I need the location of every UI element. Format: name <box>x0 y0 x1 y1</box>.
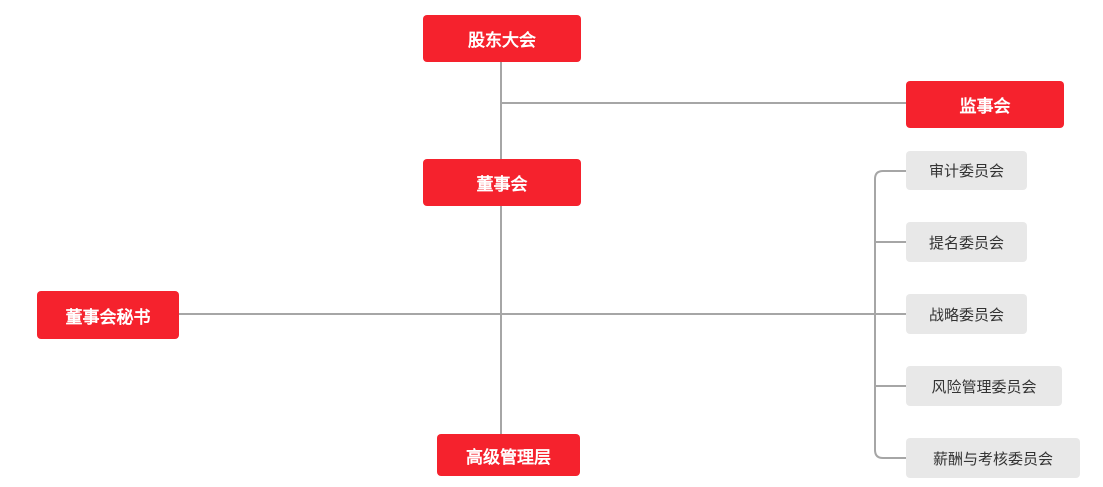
board-secretary-node: 董事会秘书 <box>37 291 179 339</box>
committee-nomination-node: 提名委员会 <box>906 222 1027 262</box>
board-of-directors-label: 董事会 <box>476 175 528 195</box>
shareholders-meeting-label: 股东大会 <box>468 31 536 51</box>
supervisory-board-node: 监事会 <box>906 81 1064 128</box>
committee-label: 风险管理委员会 <box>931 377 1037 396</box>
committee-label: 审计委员会 <box>928 162 1004 180</box>
committee-audit-node: 审计委员会 <box>906 151 1027 190</box>
committee-strategy-node: 战略委员会 <box>906 294 1027 334</box>
supervisory-board-label: 监事会 <box>959 97 1011 117</box>
committee-risk-management-node: 风险管理委员会 <box>906 366 1062 406</box>
board-of-directors-node: 董事会 <box>423 159 581 206</box>
senior-management-node: 高级管理层 <box>437 434 580 476</box>
senior-management-label: 高级管理层 <box>466 447 551 468</box>
committee-remuneration-node: 薪酬与考核委员会 <box>906 438 1080 478</box>
committee-label: 提名委员会 <box>928 233 1004 252</box>
shareholders-meeting-node: 股东大会 <box>423 15 581 62</box>
committee-label: 战略委员会 <box>928 305 1004 324</box>
board-secretary-label: 董事会秘书 <box>65 307 151 328</box>
committee-label: 薪酬与考核委员会 <box>932 449 1053 468</box>
